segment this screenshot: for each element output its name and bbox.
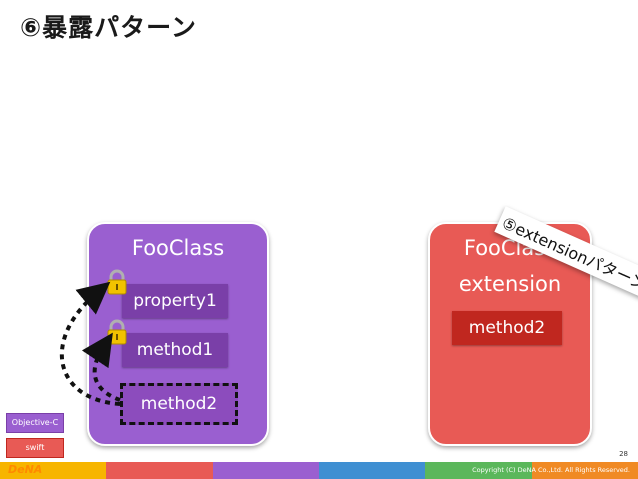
legend-objective-c: Objective-C: [6, 413, 64, 433]
extension-title-line2: extension: [458, 272, 562, 296]
objc-class-title: FooClass: [131, 236, 225, 260]
member-property1: property1: [122, 284, 228, 318]
dena-logo: DeNA: [8, 463, 43, 476]
slide-title: ⑥暴露パターン: [20, 13, 197, 42]
member-method1: method1: [122, 333, 228, 367]
arrow-to-property1: [59, 281, 121, 406]
page-number: 28: [619, 450, 628, 458]
extension-member-method2: method2: [452, 311, 562, 345]
legend-swift: swift: [6, 438, 64, 458]
lock-icon: [107, 269, 127, 295]
footer-color-bar: [0, 462, 638, 479]
member-method2-exposed: method2: [120, 383, 238, 425]
arrow-to-method1: [81, 332, 121, 402]
copyright-text: Copyright (C) DeNA Co.,Ltd. All Rights R…: [472, 466, 630, 474]
